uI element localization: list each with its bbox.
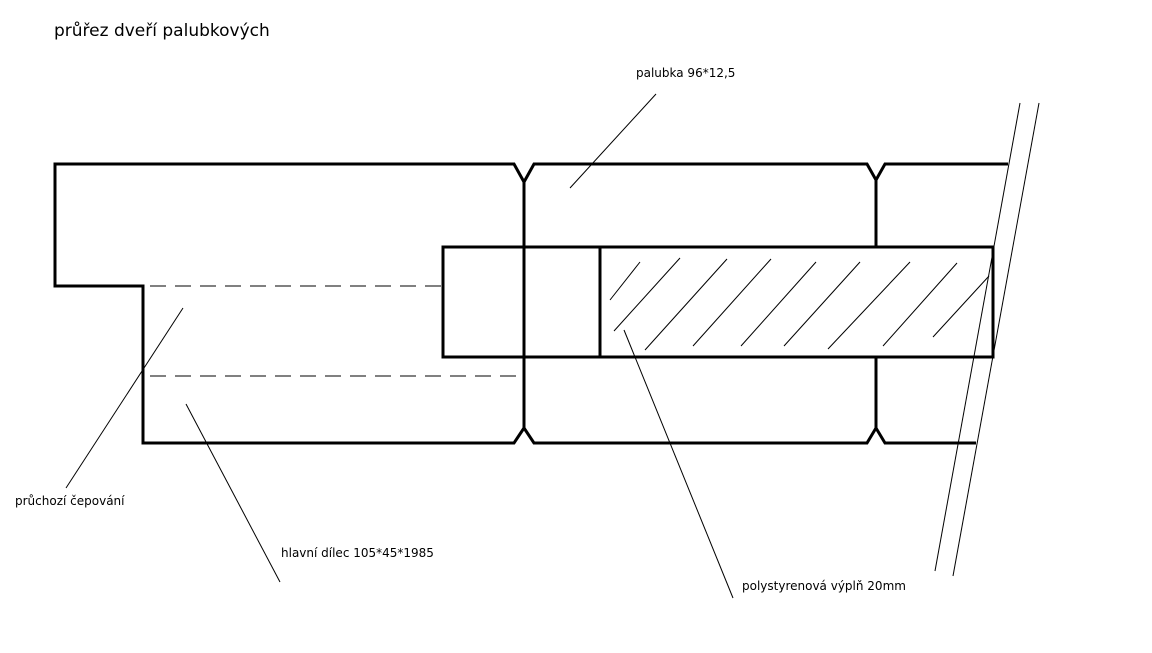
break-line-1 xyxy=(934,102,1021,572)
drawing-title: průřez dveří palubkových xyxy=(54,21,270,41)
break-line-2 xyxy=(952,102,1040,577)
leader-dilec xyxy=(185,403,281,583)
label-hlavni-dilec: hlavní dílec 105*45*1985 xyxy=(281,546,434,560)
label-palubka: palubka 96*12,5 xyxy=(636,66,736,80)
label-polystyrenova-vypln: polystyrenová výplň 20mm xyxy=(742,579,906,593)
leader-palubka xyxy=(569,93,657,189)
leader-cepovani xyxy=(65,307,184,489)
leader-vypln xyxy=(623,329,734,599)
infill-groove-rect xyxy=(441,245,995,359)
label-cepovani: průchozí čepování xyxy=(15,494,125,508)
polystyrene-hatching xyxy=(609,257,990,351)
main-frame-outline xyxy=(53,162,1008,445)
